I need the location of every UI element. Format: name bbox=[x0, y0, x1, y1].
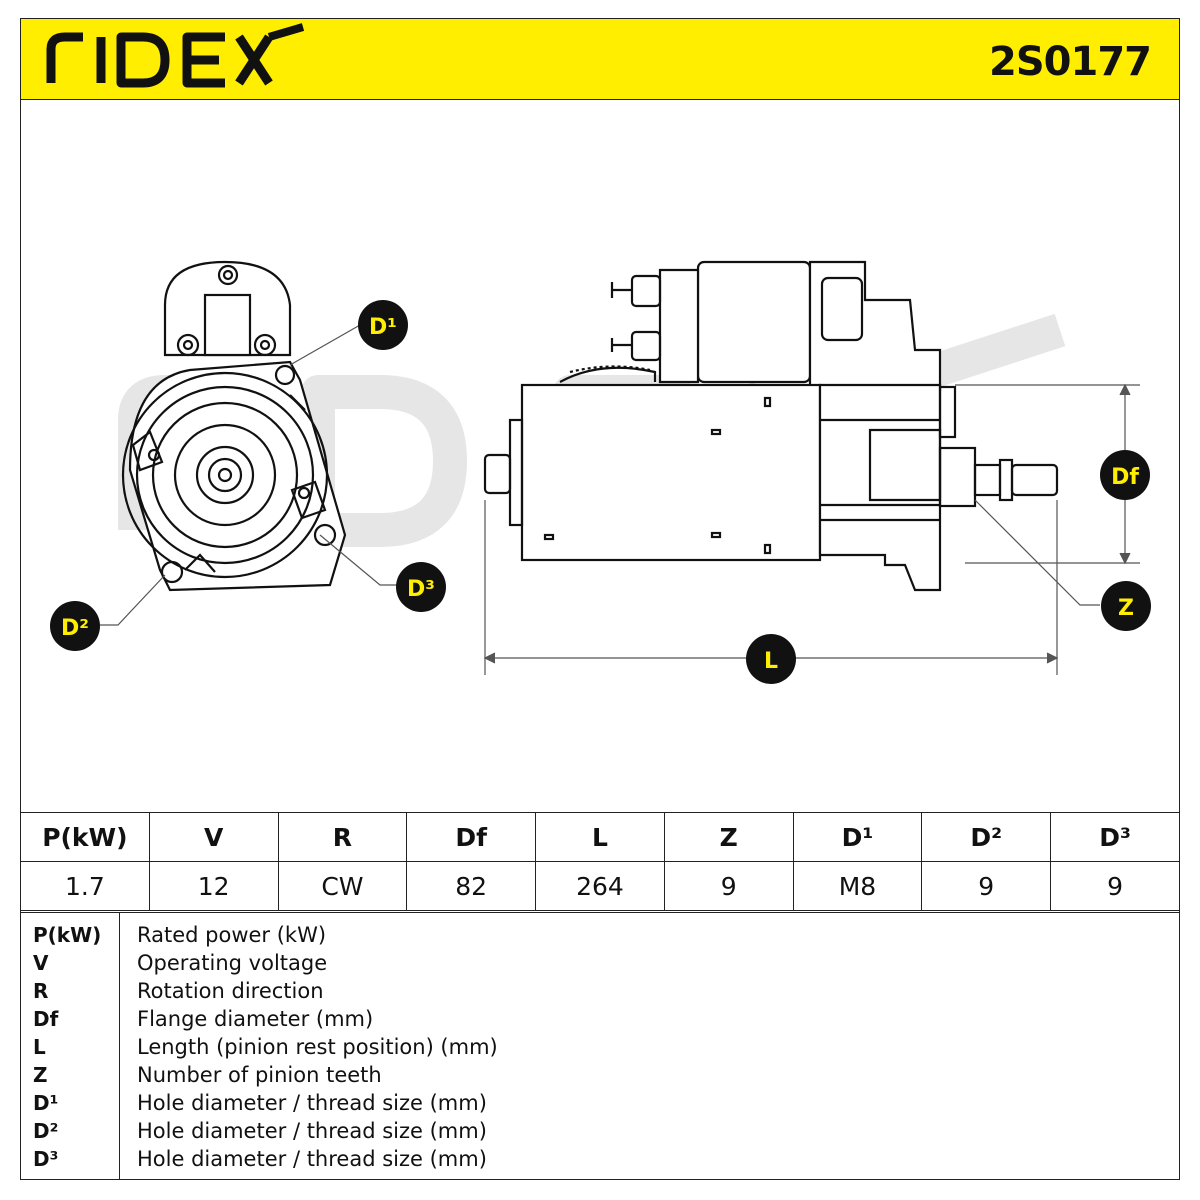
spec-value-row: 1.7 12 CW 82 264 9 M8 9 9 bbox=[20, 861, 1180, 911]
callout-z-label: Z bbox=[1118, 596, 1134, 621]
legend-divider bbox=[119, 913, 120, 1179]
legend-desc: Hole diameter / thread size (mm) bbox=[137, 1091, 487, 1115]
spec-value-cell: 1.7 bbox=[20, 861, 150, 911]
legend-row: D¹ Hole diameter / thread size (mm) bbox=[21, 1091, 1179, 1119]
callout-d1: D¹ bbox=[358, 300, 408, 350]
spec-header-cell: D¹ bbox=[792, 812, 923, 862]
spec-header-cell: R bbox=[277, 812, 408, 862]
legend-desc: Rated power (kW) bbox=[137, 923, 327, 947]
legend-code: P(kW) bbox=[33, 923, 102, 947]
part-number: 2S0177 bbox=[989, 39, 1152, 85]
spec-header-cell: Z bbox=[663, 812, 794, 862]
spec-value-cell: 9 bbox=[1050, 861, 1180, 911]
spec-header-cell: L bbox=[535, 812, 665, 862]
legend-code: Z bbox=[33, 1063, 48, 1087]
spec-header-cell: V bbox=[148, 812, 279, 862]
spec-value-cell: 12 bbox=[148, 861, 279, 911]
callout-df: Df bbox=[1100, 450, 1150, 500]
spec-value-cell: M8 bbox=[792, 861, 923, 911]
dimension-lines bbox=[100, 324, 1140, 675]
spec-header-cell: Df bbox=[406, 812, 537, 862]
legend-desc: Length (pinion rest position) (mm) bbox=[137, 1035, 498, 1059]
callout-d2: D² bbox=[50, 601, 100, 651]
legend-code: D³ bbox=[33, 1147, 59, 1171]
legend-desc: Flange diameter (mm) bbox=[137, 1007, 374, 1031]
header-bar: 2S0177 bbox=[20, 18, 1180, 100]
spec-header-row: P(kW) V R Df L Z D¹ D² D³ bbox=[20, 812, 1180, 862]
starter-motor-drawing: D¹ D³ D² Df Z L bbox=[50, 260, 1151, 684]
legend: P(kW) Rated power (kW) V Operating volta… bbox=[20, 912, 1180, 1180]
legend-desc: Operating voltage bbox=[137, 951, 328, 975]
callout-d3-label: D³ bbox=[407, 577, 435, 602]
legend-row: P(kW) Rated power (kW) bbox=[21, 923, 1179, 951]
legend-row: Z Number of pinion teeth bbox=[21, 1063, 1179, 1091]
spec-header-cell: P(kW) bbox=[20, 812, 150, 862]
spec-header-cell: D³ bbox=[1050, 812, 1180, 862]
spec-value-cell: 82 bbox=[406, 861, 537, 911]
legend-row: D² Hole diameter / thread size (mm) bbox=[21, 1119, 1179, 1147]
brand-logo bbox=[46, 23, 305, 88]
legend-code: Df bbox=[33, 1007, 59, 1031]
side-view bbox=[483, 260, 1059, 592]
legend-code: V bbox=[33, 951, 49, 975]
spec-value-cell: 264 bbox=[535, 861, 665, 911]
legend-code: L bbox=[33, 1035, 46, 1059]
callout-z: Z bbox=[1101, 581, 1151, 631]
spec-table: P(kW) V R Df L Z D¹ D² D³ 1.7 12 CW 82 2… bbox=[20, 812, 1180, 911]
callout-d1-label: D¹ bbox=[369, 315, 397, 340]
legend-row: R Rotation direction bbox=[21, 979, 1179, 1007]
legend-code: D² bbox=[33, 1119, 59, 1143]
legend-row: L Length (pinion rest position) (mm) bbox=[21, 1035, 1179, 1063]
legend-row: D³ Hole diameter / thread size (mm) bbox=[21, 1147, 1179, 1175]
spec-value-cell: CW bbox=[277, 861, 408, 911]
legend-desc: Hole diameter / thread size (mm) bbox=[137, 1119, 487, 1143]
legend-desc: Hole diameter / thread size (mm) bbox=[137, 1147, 487, 1171]
spec-value-cell: 9 bbox=[921, 861, 1052, 911]
legend-desc: Rotation direction bbox=[137, 979, 324, 1003]
legend-row: V Operating voltage bbox=[21, 951, 1179, 979]
legend-desc: Number of pinion teeth bbox=[137, 1063, 382, 1087]
legend-code: D¹ bbox=[33, 1091, 59, 1115]
legend-row: Df Flange diameter (mm) bbox=[21, 1007, 1179, 1035]
callout-l: L bbox=[746, 634, 796, 684]
callout-d2-label: D² bbox=[61, 616, 89, 641]
callout-df-label: Df bbox=[1111, 465, 1139, 490]
front-view bbox=[121, 260, 347, 592]
callout-d3: D³ bbox=[396, 562, 446, 612]
spec-header-cell: D² bbox=[921, 812, 1052, 862]
legend-code: R bbox=[33, 979, 49, 1003]
spec-value-cell: 9 bbox=[663, 861, 794, 911]
callout-l-label: L bbox=[764, 649, 778, 674]
